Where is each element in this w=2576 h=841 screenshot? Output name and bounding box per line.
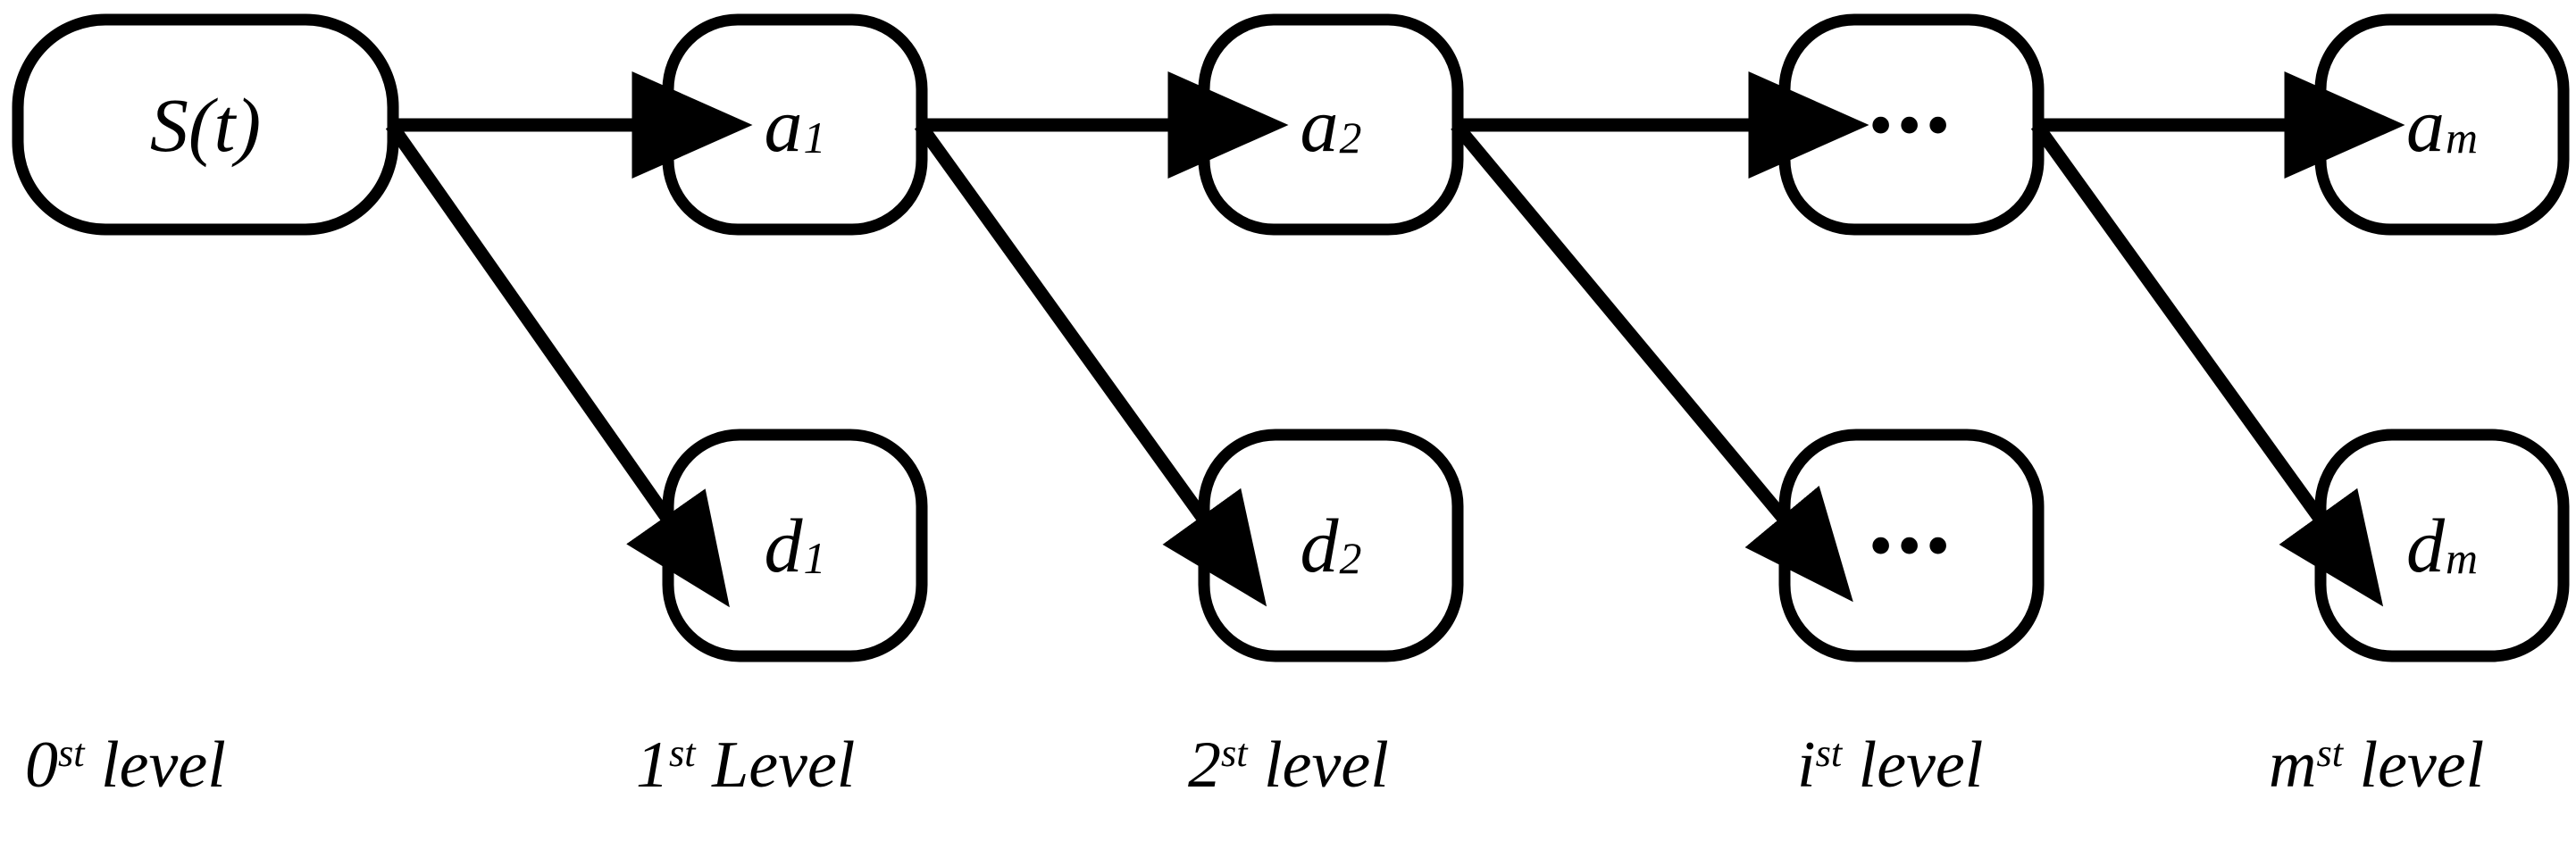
node-label-dm-sub: m (2445, 534, 2478, 584)
node-label-a2-base: a (1300, 81, 1339, 168)
edge-a1-d2[interactable] (914, 121, 1267, 607)
level-label-m: mst level (2269, 732, 2484, 798)
node-label-d-dots: ••• (1785, 435, 2038, 671)
node-label-dm-base: d (2405, 503, 2445, 588)
level-label-1-sup: st (669, 729, 696, 775)
level-label-i: ist level (1797, 732, 1983, 798)
node-label-a1-sub: 1 (803, 112, 826, 162)
level-label-i-word: level (1858, 729, 1984, 802)
level-label-0-base: 0 (25, 729, 58, 802)
level-label-1-base: 1 (636, 729, 669, 802)
ellipsis-icon: ••• (1869, 506, 1954, 584)
node-label-source: S(t) (18, 20, 393, 229)
node-label-d1-base: d (764, 503, 803, 588)
diagonal-edges (385, 121, 2384, 608)
node-label-a1-base: a (764, 81, 803, 168)
level-label-m-word: level (2359, 729, 2485, 802)
edge-a2-ddots[interactable] (1451, 121, 1853, 603)
edge-source-d1[interactable] (385, 121, 730, 608)
level-label-i-base: i (1797, 729, 1816, 802)
level-label-1-word: Level (712, 729, 856, 802)
level-label-m-base: m (2269, 729, 2317, 802)
ellipsis-icon: ••• (1869, 85, 1954, 163)
level-label-i-sup: st (1815, 729, 1843, 775)
node-label-d1-sub: 1 (803, 534, 826, 584)
level-label-2-base: 2 (1188, 729, 1221, 802)
node-label-a2-sub: 2 (1339, 112, 1362, 162)
level-label-0: 0st level (25, 732, 226, 798)
level-label-2-word: level (1264, 729, 1389, 802)
node-label-am-base: a (2405, 81, 2445, 168)
node-label-am-sub: m (2445, 112, 2478, 162)
node-label-source-base: S(t) (149, 81, 262, 168)
level-label-0-word: level (101, 729, 226, 802)
node-label-a-dots: ••• (1785, 20, 2038, 245)
level-label-0-sup: st (58, 729, 85, 775)
level-label-2-sup: st (1221, 729, 1248, 775)
node-label-d2-base: d (1300, 503, 1339, 588)
level-label-m-sup: st (2316, 729, 2344, 775)
edge-adots-dm[interactable] (2030, 121, 2384, 607)
level-label-1: 1st Level (636, 732, 855, 798)
level-label-2: 2st level (1188, 732, 1389, 798)
node-label-d2-sub: 2 (1339, 534, 1362, 584)
